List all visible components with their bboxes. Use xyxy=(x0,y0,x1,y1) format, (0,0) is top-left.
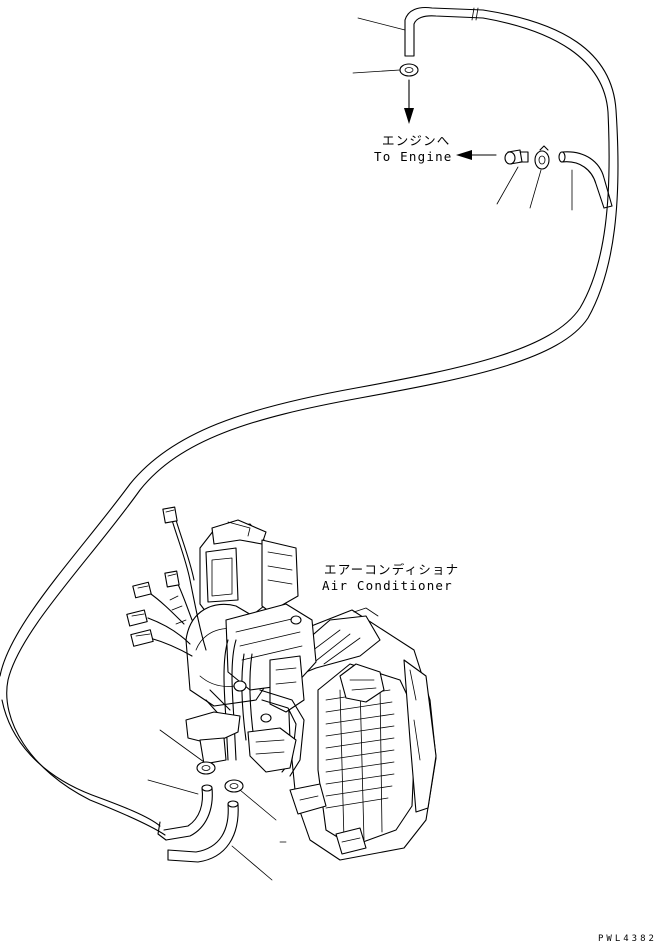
leader-line xyxy=(239,789,277,821)
leader-line xyxy=(496,166,519,205)
short-hose-left xyxy=(157,784,213,841)
long-heater-hose xyxy=(0,6,619,836)
hose-end xyxy=(558,151,613,209)
leader-line xyxy=(357,17,406,31)
flow-arrow-left xyxy=(456,150,497,160)
flow-arrow-down xyxy=(404,79,414,124)
leader-line xyxy=(231,845,273,881)
drawing-code: PWL4382 xyxy=(598,934,657,944)
to-engine-label-en: To Engine xyxy=(374,149,453,164)
to-engine-label-jp: エンジンへ xyxy=(382,133,451,148)
hose-fitting xyxy=(504,149,529,165)
leader-line xyxy=(147,779,199,795)
hose-clamp xyxy=(534,145,550,170)
air-conditioner-unit xyxy=(185,519,437,861)
clamp-ring xyxy=(399,63,419,77)
connector xyxy=(126,609,148,627)
leader-line xyxy=(352,69,401,74)
connector xyxy=(132,581,152,599)
leader-line xyxy=(159,729,205,763)
air-conditioner-label-jp: エアーコンディショナ xyxy=(324,562,460,577)
leader-line xyxy=(529,169,542,209)
short-hose-right xyxy=(167,800,239,863)
lower-clamp-right xyxy=(224,779,244,793)
air-conditioner-label-en: Air Conditioner xyxy=(322,578,453,593)
connector xyxy=(130,629,154,647)
connector xyxy=(162,506,178,524)
connector xyxy=(164,570,180,588)
lower-clamp-left xyxy=(196,761,216,775)
